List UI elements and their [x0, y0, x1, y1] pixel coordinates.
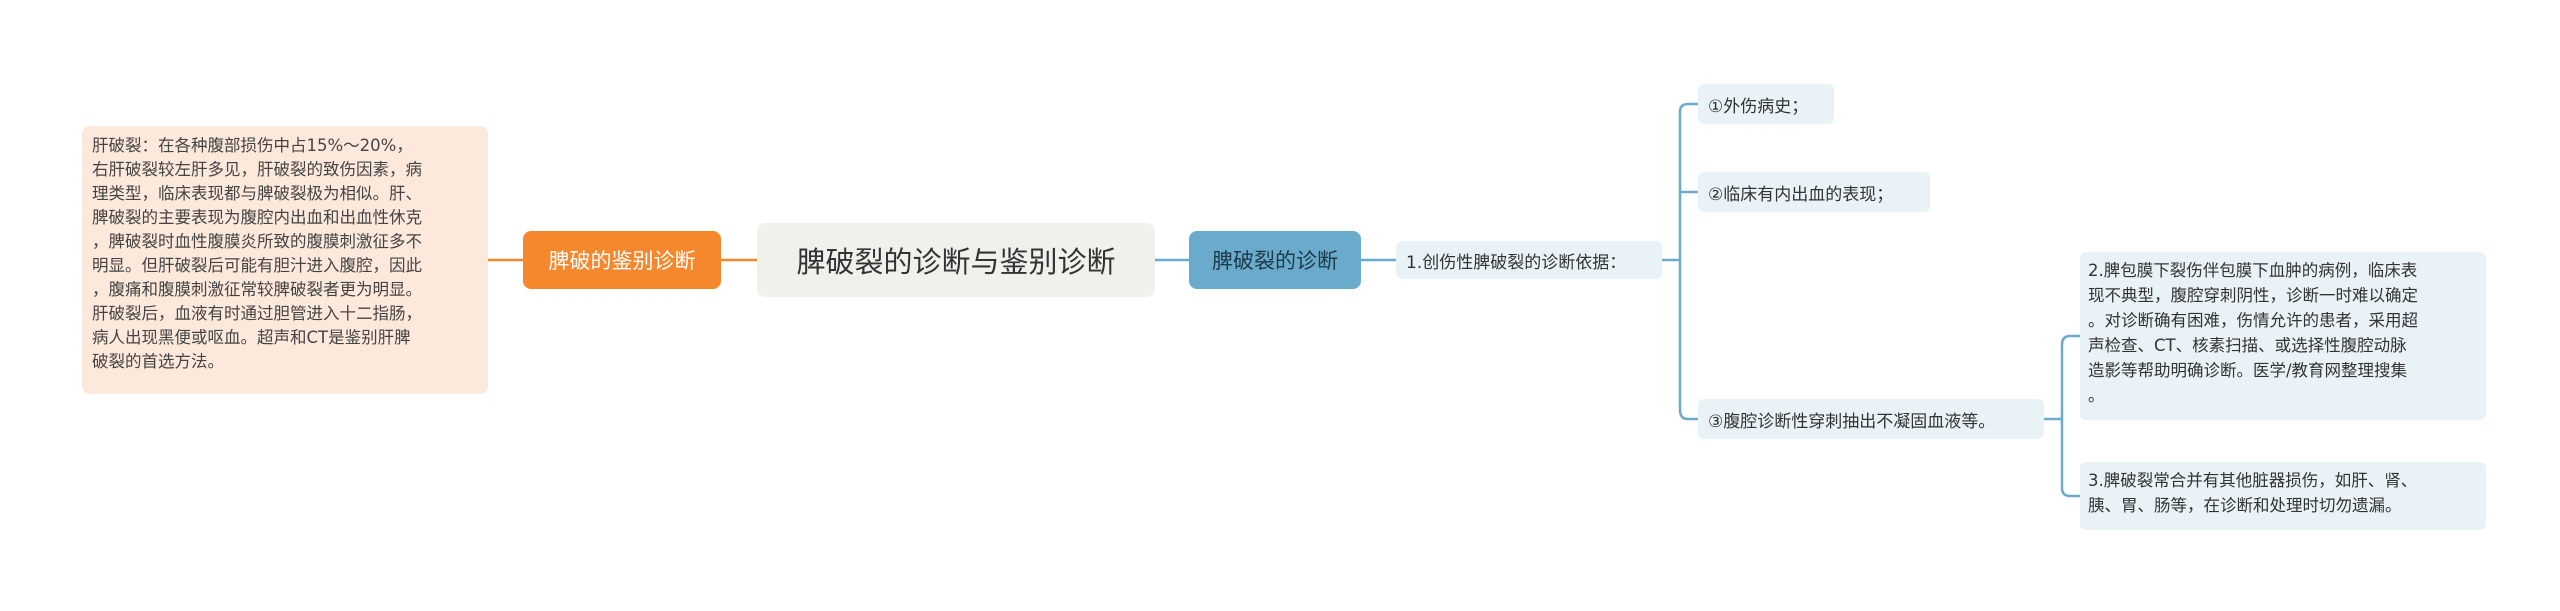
connector-basis-items	[1662, 102, 1698, 421]
diagnosis-basis-node[interactable]: 1.创伤性脾破裂的诊断依据：	[1396, 241, 1662, 279]
differential-note[interactable]: 肝破裂：在各种腹部损伤中占15%～20%， 右肝破裂较左肝多见，肝破裂的致伤因素…	[82, 126, 488, 394]
basis-item-trauma-history[interactable]: ①外伤病史；	[1698, 84, 1834, 124]
branch-differential-diagnosis[interactable]: 脾破的鉴别诊断	[523, 231, 721, 289]
branch-diagnosis[interactable]: 脾破裂的诊断	[1189, 231, 1361, 289]
detail-combined-injury[interactable]: 3.脾破裂常合并有其他脏器损伤，如肝、肾、 胰、胃、肠等，在诊断和处理时切勿遗漏…	[2080, 462, 2486, 530]
basis-item-internal-bleeding[interactable]: ②临床有内出血的表现；	[1698, 172, 1930, 212]
detail-subcapsular-rupture[interactable]: 2.脾包膜下裂伤伴包膜下血肿的病例，临床表 现不典型，腹腔穿刺阴性，诊断一时难以…	[2080, 252, 2486, 420]
root-node-title[interactable]: 脾破裂的诊断与鉴别诊断	[757, 223, 1155, 297]
basis-item-puncture[interactable]: ③腹腔诊断性穿刺抽出不凝固血液等。	[1698, 399, 2044, 439]
connector-item3-details	[2044, 334, 2080, 498]
